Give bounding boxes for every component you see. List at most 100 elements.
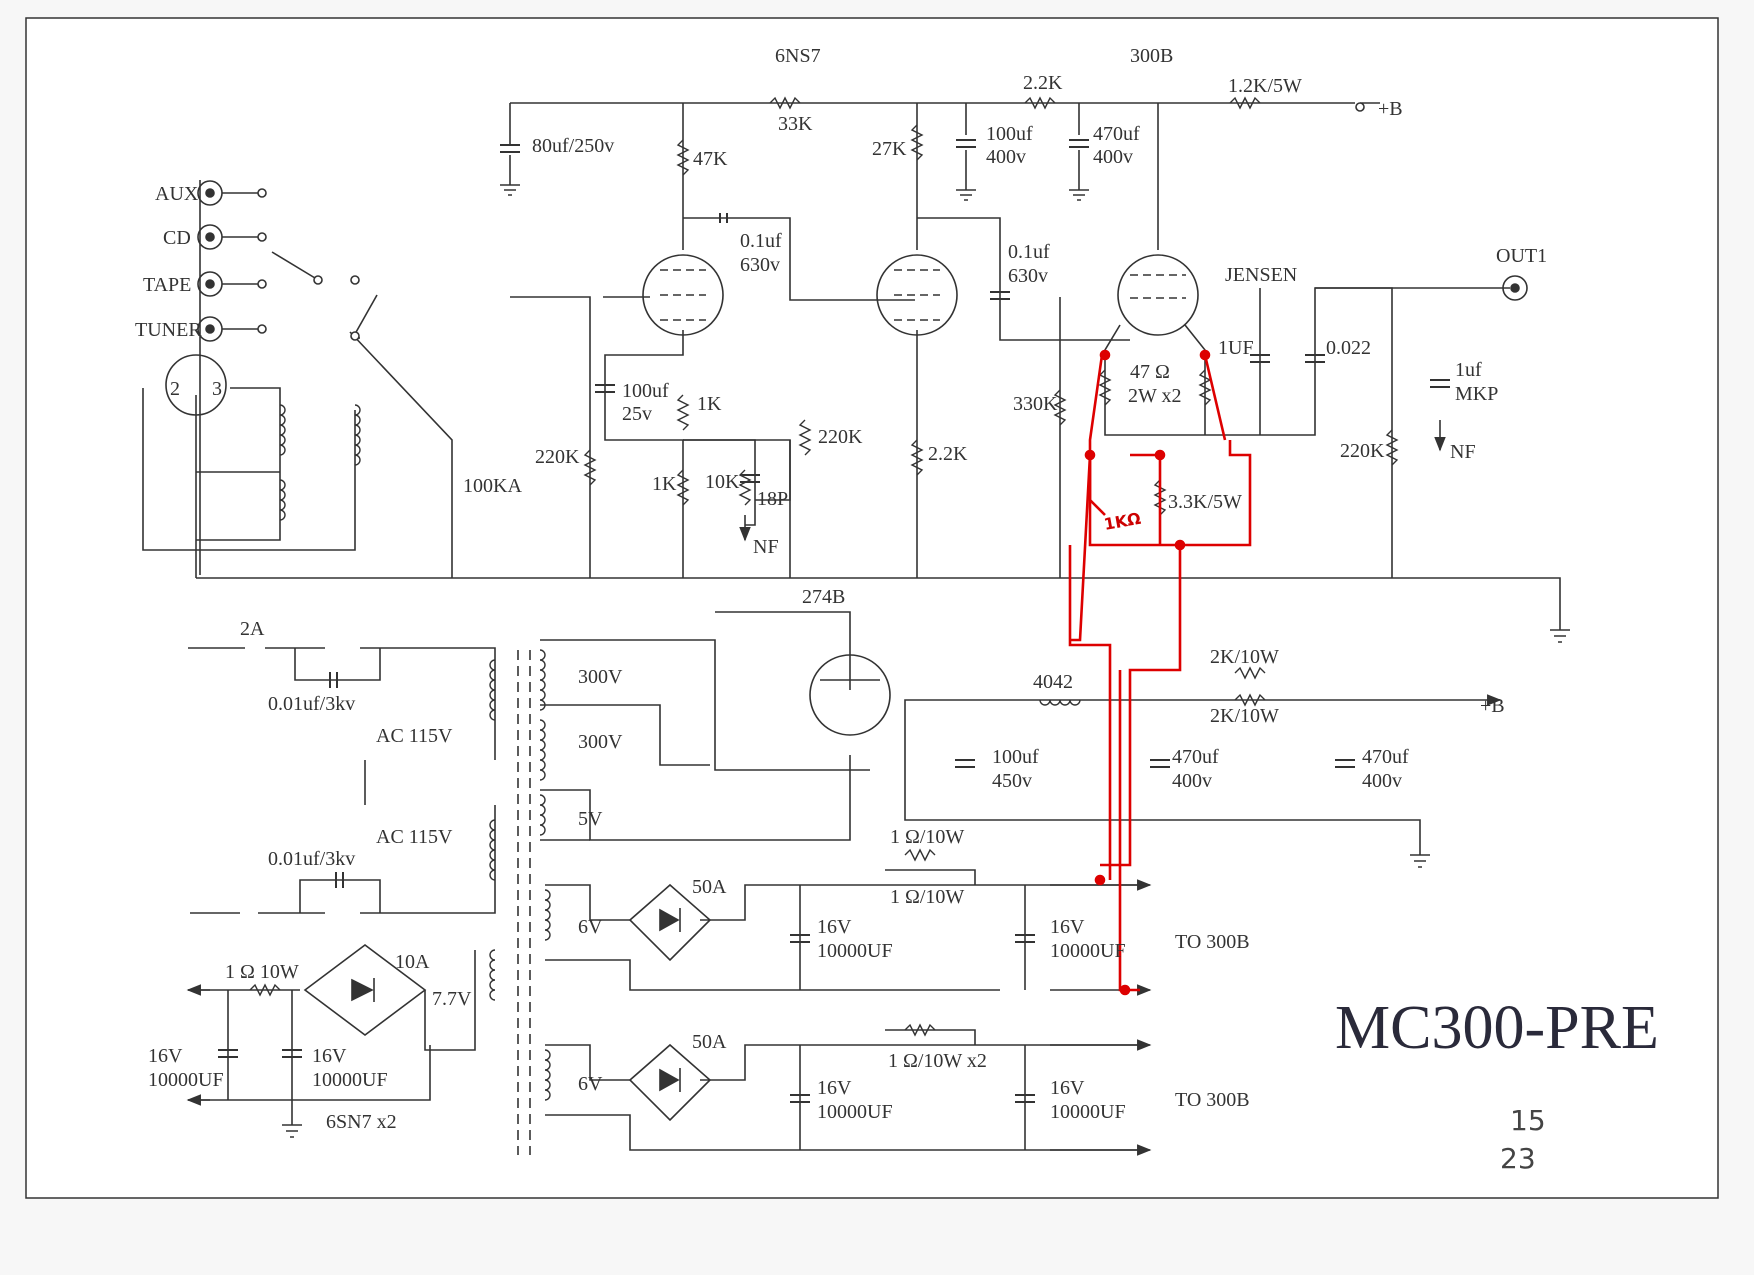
input-cd-label: CD: [163, 227, 191, 249]
label-0-1uf-b: 0.1uf: [1008, 241, 1050, 263]
label-10000uf-d: 10000UF: [1050, 1101, 1126, 1123]
label-0-1uf-a: 0.1uf: [740, 230, 782, 252]
label-630v-a: 630v: [740, 254, 780, 276]
label-0-01uf-a: 0.01uf/3kv: [268, 693, 355, 715]
tube-300b: [1117, 254, 1199, 336]
label-2-2k-top: 2.2K: [1023, 72, 1063, 94]
label-47k: 47K: [693, 148, 728, 170]
label-16v-b: 16V: [1050, 916, 1085, 938]
label-10000uf-a: 10000UF: [817, 940, 893, 962]
label-1uf: 1UF: [1218, 337, 1254, 359]
capacitors: [218, 139, 1450, 1103]
label-33k: 33K: [778, 113, 813, 135]
label-to-300b-a: TO 300B: [1175, 931, 1250, 953]
label-220k-c: 220K: [1340, 440, 1385, 462]
label-1k-a: 1K: [697, 393, 722, 415]
label-16v-d: 16V: [1050, 1077, 1085, 1099]
label-10000uf-b: 10000UF: [1050, 940, 1126, 962]
label-630v-b: 630v: [1008, 265, 1048, 287]
label-16v-e: 16V: [148, 1045, 183, 1067]
label-100uf-25v: 100uf: [622, 380, 669, 402]
output-jack-label: OUT1: [1496, 245, 1547, 267]
label-1ohm-b: 1 Ω/10W: [890, 886, 964, 908]
diagram-title: MC300-PRE: [1335, 994, 1659, 1062]
input-tape-label: TAPE: [143, 274, 191, 296]
tube-274b-label: 274B: [802, 586, 845, 608]
label-300v-a: 300V: [578, 666, 623, 688]
nf-label-1: NF: [753, 536, 779, 558]
svg-text:3: 3: [212, 378, 222, 400]
ground-symbols: [282, 184, 1570, 1138]
label-mkp: MKP: [1455, 383, 1498, 405]
svg-text:2: 2: [170, 378, 180, 400]
label-fuse-2a: 2A: [240, 618, 265, 640]
label-1ohm-x2: 1 Ω/10W x2: [888, 1050, 987, 1072]
label-100uf-v: 400v: [986, 146, 1026, 168]
label-10000uf-e: 10000UF: [148, 1069, 224, 1091]
b-plus-label-psu: +B: [1480, 695, 1505, 717]
label-18p: 18P: [757, 488, 788, 510]
label-330k: 330K: [1013, 393, 1058, 415]
tubes: [642, 254, 1199, 736]
label-5v: 5V: [578, 808, 603, 830]
label-6v-b: 6V: [578, 1073, 603, 1095]
label-1ohm-10w: 1 Ω 10W: [225, 961, 299, 983]
label-450v: 450v: [992, 770, 1032, 792]
label-1ohm-a: 1 Ω/10W: [890, 826, 964, 848]
tube-274b: [809, 654, 891, 736]
tube-6ns7-label: 6NS7: [775, 45, 821, 67]
label-7-7v: 7.7V: [432, 988, 472, 1010]
bridge-rectifiers: [351, 883, 712, 1122]
label-10000uf-f: 10000UF: [312, 1069, 388, 1091]
label-2k-10w-a: 2K/10W: [1210, 646, 1279, 668]
label-16v-f: 16V: [312, 1045, 347, 1067]
label-50a-b: 50A: [692, 1031, 727, 1053]
label-27k: 27K: [872, 138, 907, 160]
label-220k-b: 220K: [818, 426, 863, 448]
label-6v-a: 6V: [578, 916, 603, 938]
label-400v-b: 400v: [1362, 770, 1402, 792]
input-jacks: [165, 180, 1528, 575]
label-220k-a: 220K: [535, 446, 580, 468]
label-300v-b: 300V: [578, 731, 623, 753]
inductors: [279, 404, 1081, 1101]
label-50a-a: 50A: [692, 876, 727, 898]
label-ac-115v-a: AC 115V: [376, 725, 453, 747]
label-2w-x2: 2W x2: [1128, 385, 1182, 407]
labels: MC300-PRE 15 23 6NS7 300B 274B AUX CD TA…: [135, 45, 1659, 1175]
label-to-300b-b: TO 300B: [1175, 1089, 1250, 1111]
label-16v-c: 16V: [817, 1077, 852, 1099]
label-470uf: 470uf: [1093, 123, 1140, 145]
handwritten-note-1: 15: [1510, 1104, 1546, 1137]
wires: [142, 102, 1561, 1155]
b-plus-label-top: +B: [1378, 98, 1403, 120]
tube-300b-label: 300B: [1130, 45, 1173, 67]
label-100uf-450: 100uf: [992, 746, 1039, 768]
label-470uf-b: 470uf: [1362, 746, 1409, 768]
label-6sn7-x2: 6SN7 x2: [326, 1111, 397, 1133]
label-80uf: 80uf/250v: [532, 135, 614, 157]
handwritten-note-2: 23: [1500, 1142, 1536, 1175]
label-400v-a: 400v: [1172, 770, 1212, 792]
label-25v: 25v: [622, 403, 652, 425]
input-aux-label: AUX: [155, 183, 199, 205]
tube-6ns7-a: [642, 254, 724, 336]
label-470uf-v: 400v: [1093, 146, 1133, 168]
label-10k: 10K: [705, 471, 740, 493]
nf-label-2: NF: [1450, 441, 1476, 463]
label-47ohm: 47 Ω: [1130, 361, 1170, 383]
transformer-label: JENSEN: [1225, 264, 1297, 286]
label-1uf-mkp: 1uf: [1455, 359, 1482, 381]
red-modification: [1068, 349, 1252, 996]
label-10a: 10A: [395, 951, 430, 973]
label-4042: 4042: [1033, 671, 1073, 693]
label-ac-115v-b: AC 115V: [376, 826, 453, 848]
label-100uf: 100uf: [986, 123, 1033, 145]
label-3-3k-5w: 3.3K/5W: [1168, 491, 1242, 513]
label-0-01uf-b: 0.01uf/3kv: [268, 848, 355, 870]
label-0-022: 0.022: [1326, 337, 1371, 359]
label-2k-10w-b: 2K/10W: [1210, 705, 1279, 727]
sheet-border: [25, 17, 1719, 1199]
label-470uf-a: 470uf: [1172, 746, 1219, 768]
